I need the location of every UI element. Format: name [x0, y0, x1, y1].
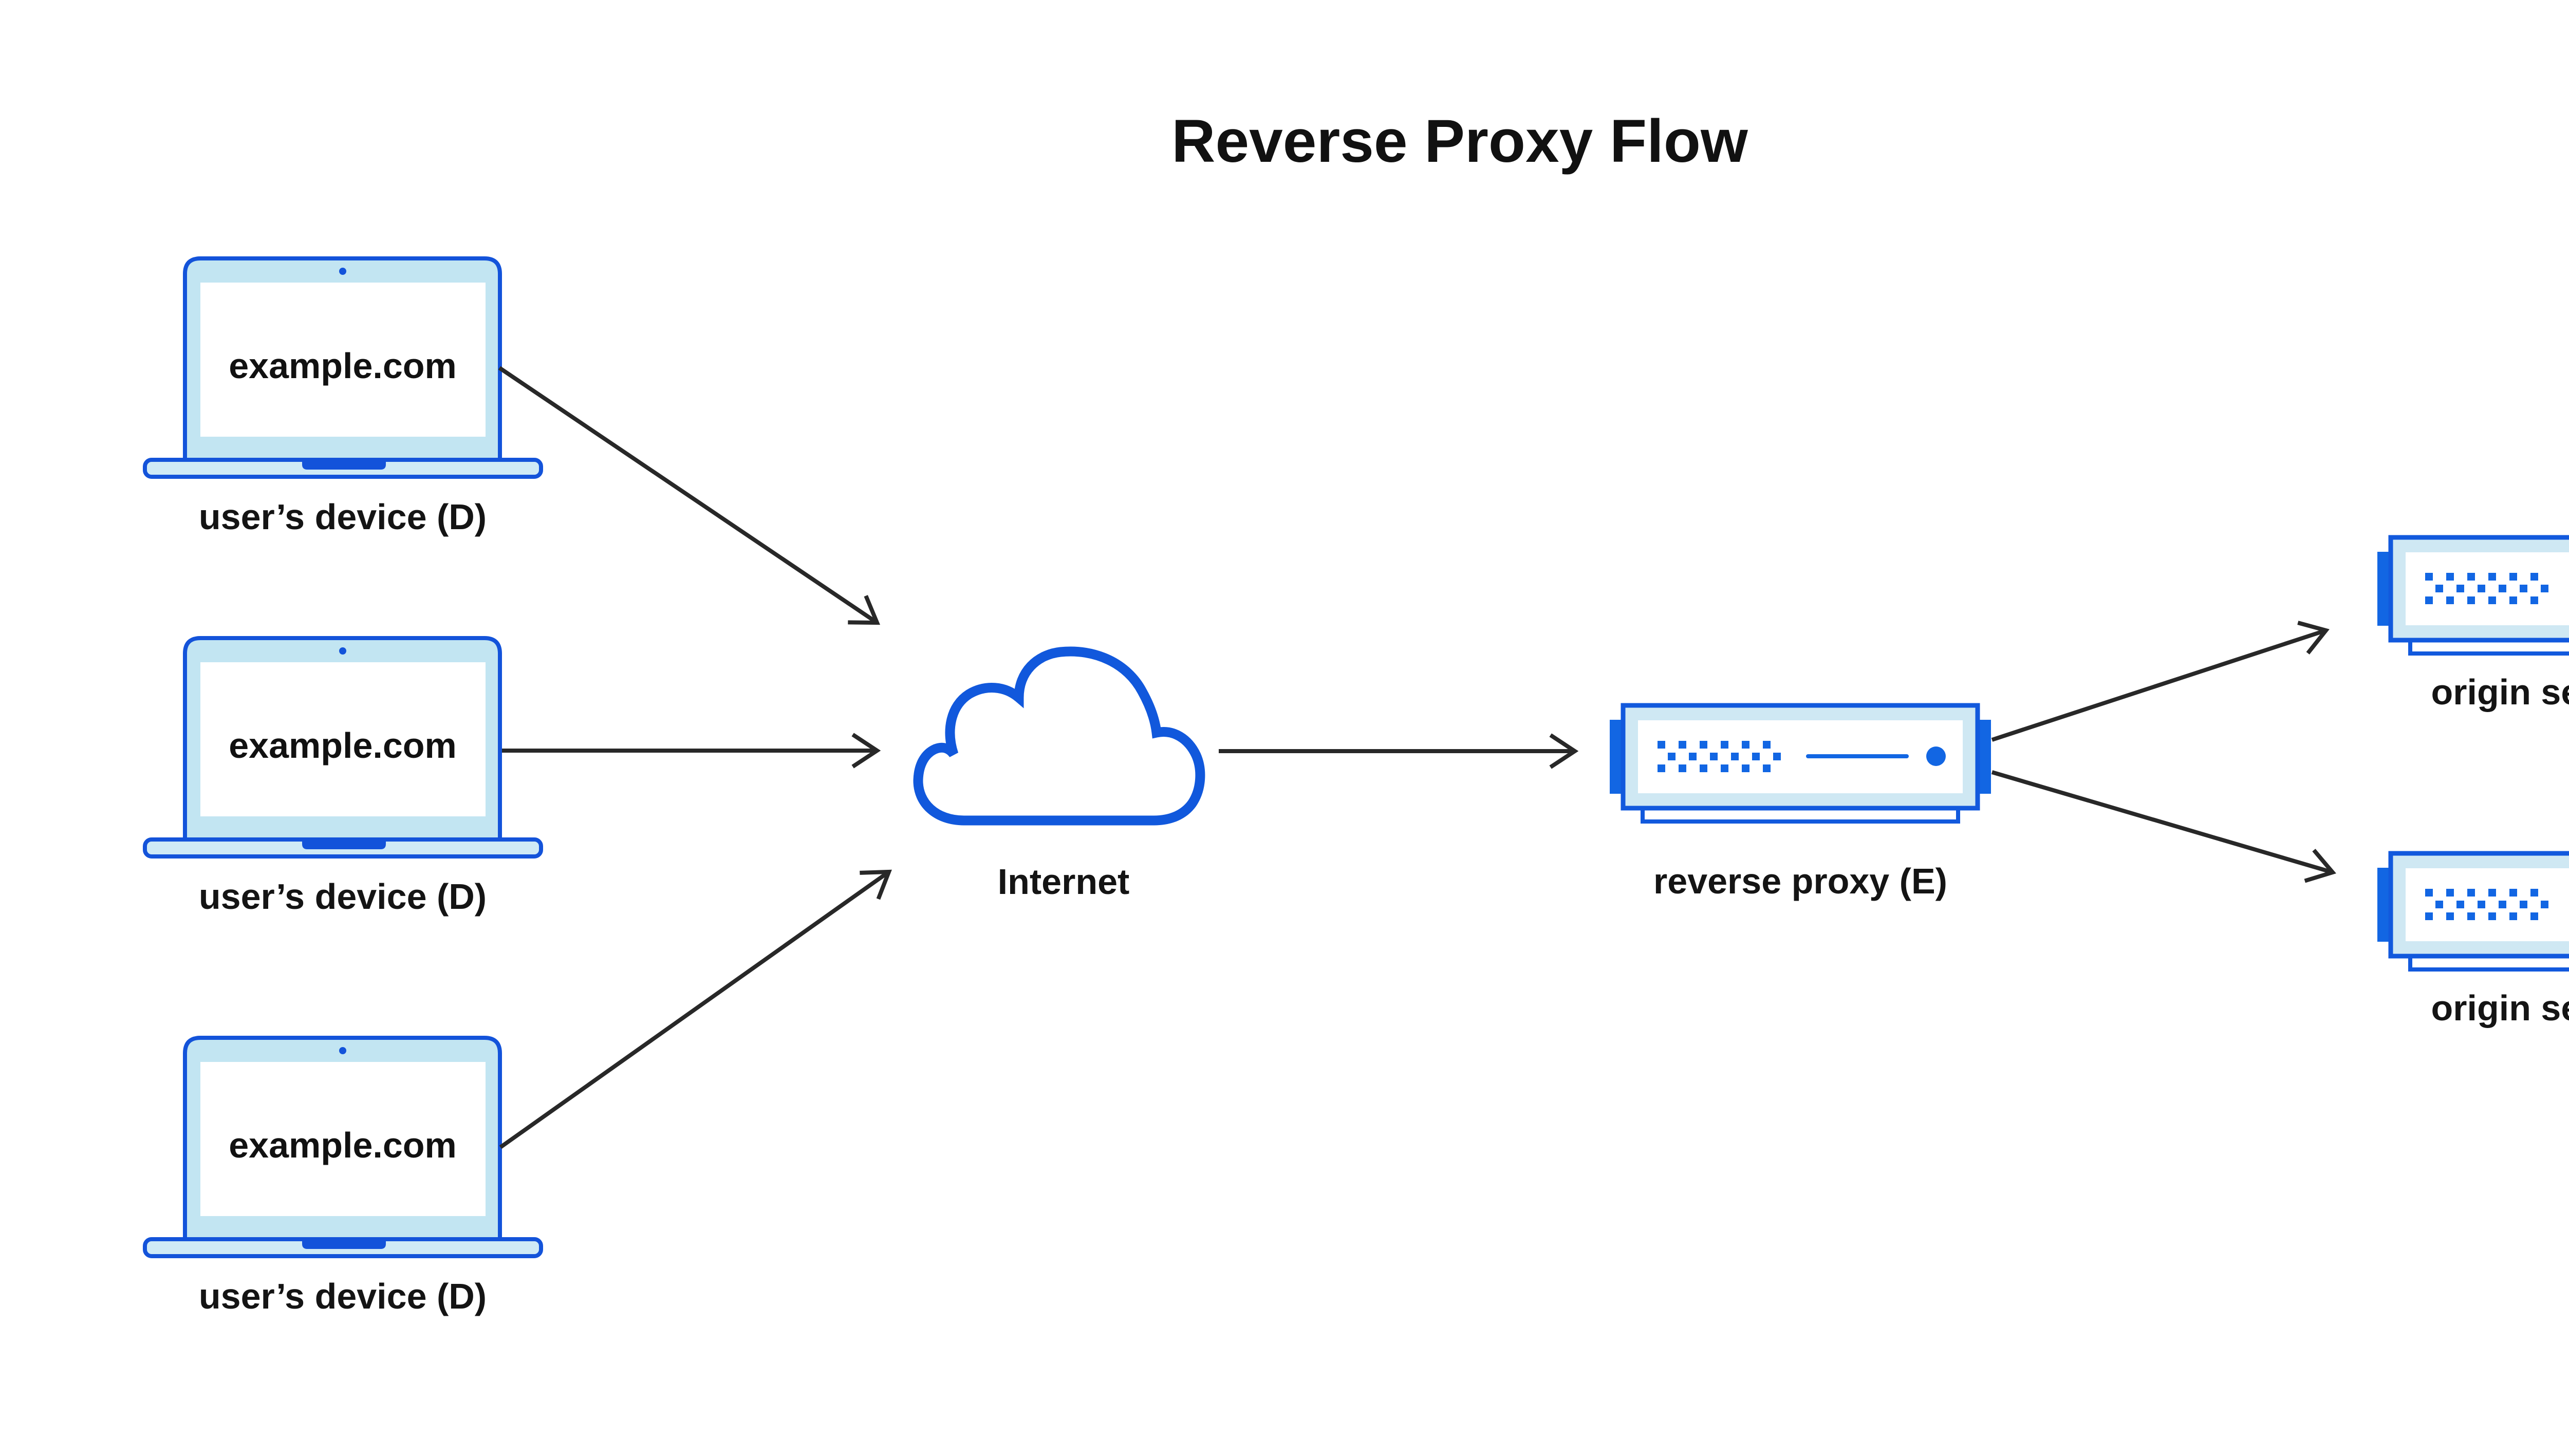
user-device-1: example.com user’s device (D)	[145, 258, 541, 537]
device-label: user’s device (D)	[199, 497, 487, 537]
origin-server-2: origin server (F)	[2377, 853, 2569, 1028]
user-device-2: example.com user’s device (D)	[145, 638, 541, 917]
device-screen-url: example.com	[229, 346, 457, 386]
cloud-icon	[913, 646, 1205, 826]
user-device-3: example.com user’s device (D)	[145, 1038, 541, 1316]
flow-arrows	[498, 366, 2336, 1149]
arrow-device3-to-internet	[499, 869, 892, 1149]
server-icon	[2377, 853, 2569, 969]
arrow-proxy-to-origin2	[1991, 770, 2336, 883]
origin-server-1: origin server (F)	[2377, 537, 2569, 712]
origin-server-label: origin server (F)	[2431, 988, 2569, 1028]
page-title: Reverse Proxy Flow	[1171, 107, 1748, 175]
device-label: user’s device (D)	[199, 876, 487, 917]
device-screen-url: example.com	[229, 1125, 457, 1165]
internet-label: Internet	[998, 862, 1130, 902]
origin-server-label: origin server (F)	[2431, 672, 2569, 712]
internet-node: Internet	[913, 646, 1205, 902]
reverse-proxy-label: reverse proxy (E)	[1653, 861, 1947, 901]
arrow-device1-to-internet	[498, 366, 881, 625]
server-icon	[2377, 537, 2569, 654]
reverse-proxy-node: reverse proxy (E)	[1610, 705, 1991, 901]
arrow-proxy-to-origin1	[1991, 621, 2330, 742]
device-screen-url: example.com	[229, 725, 457, 766]
device-label: user’s device (D)	[199, 1276, 487, 1316]
server-icon	[1610, 705, 1991, 822]
